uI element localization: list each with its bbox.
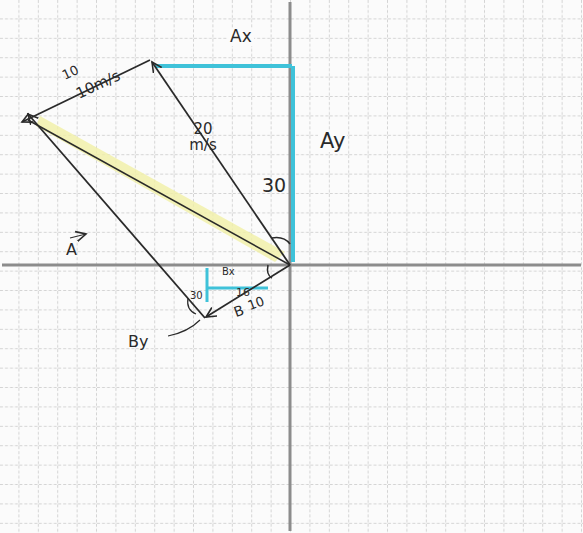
vector-b <box>206 265 290 317</box>
component-label: By <box>128 334 148 351</box>
vector-symbol <box>70 234 86 238</box>
vector-a <box>28 114 205 318</box>
angle-label: 30 <box>190 291 203 302</box>
angle-arc <box>272 238 290 244</box>
resultant-line <box>28 120 290 265</box>
by-component <box>206 268 209 302</box>
yellow-highlight <box>36 116 285 262</box>
component-label: Ax <box>228 28 254 46</box>
vector-20 <box>152 62 290 265</box>
ax-component <box>155 64 292 68</box>
angle-label: 30 <box>262 176 286 196</box>
magnitude-label: 16 <box>236 287 250 299</box>
angle-arc <box>268 265 273 278</box>
speed-label: 20 m/s <box>186 122 220 154</box>
ay-component <box>291 66 295 262</box>
leader-line <box>168 320 200 336</box>
vector-10 <box>22 60 150 122</box>
component-label: Bx <box>222 267 235 278</box>
vector-label: A <box>66 242 77 259</box>
x-axis <box>2 264 581 267</box>
component-label: Ay <box>318 130 347 152</box>
